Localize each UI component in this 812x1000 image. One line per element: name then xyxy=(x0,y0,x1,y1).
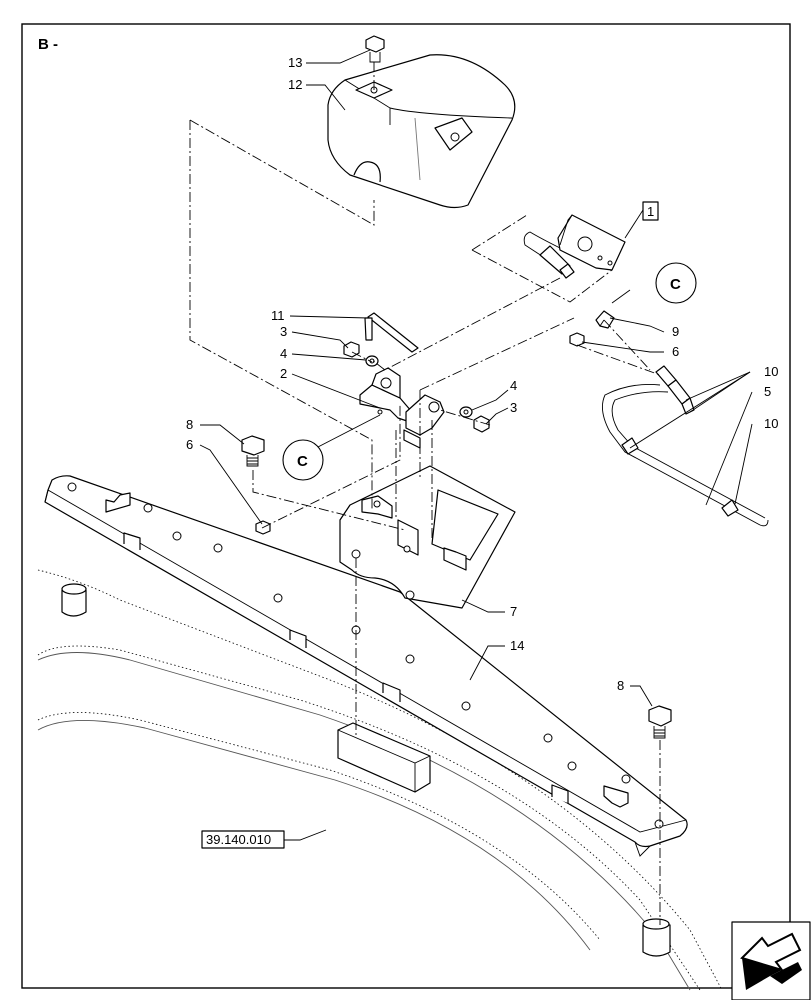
callout-5: 5 xyxy=(764,384,771,399)
svg-text:C: C xyxy=(670,276,681,293)
callout-12: 12 xyxy=(288,77,302,92)
detail-callout-c-right: C xyxy=(655,262,697,304)
cover-bolt xyxy=(365,35,385,63)
callout-11: 11 xyxy=(271,308,285,323)
detail-callout-c-left: C xyxy=(282,439,324,481)
callout-4-right: 4 xyxy=(510,378,517,393)
screw-right xyxy=(473,415,490,433)
washer-left xyxy=(365,355,379,367)
mounting-rail xyxy=(44,475,688,857)
callout-6-right: 6 xyxy=(672,344,679,359)
callout-3-right: 3 xyxy=(510,400,517,415)
screw-6-right xyxy=(569,332,585,347)
camera-cable xyxy=(601,365,769,527)
drawing-frame xyxy=(21,23,791,989)
bracket-plate xyxy=(339,465,516,609)
arrow-navigation-icon[interactable] xyxy=(731,921,811,1000)
camera-cover xyxy=(327,54,516,209)
bolt-right xyxy=(648,705,672,739)
rear-camera xyxy=(523,214,626,279)
svg-text:C: C xyxy=(297,453,308,470)
callout-9: 9 xyxy=(672,324,679,339)
cab-rubber-pad-left xyxy=(61,583,87,617)
callout-8-left: 8 xyxy=(186,417,193,432)
callout-10-top: 10 xyxy=(764,364,778,379)
cable-grommet xyxy=(595,310,615,329)
reference-code-box[interactable]: 39.140.010 xyxy=(201,830,285,849)
callout-4-left: 4 xyxy=(280,346,287,361)
callout-8-right: 8 xyxy=(617,678,624,693)
assembly-lines xyxy=(189,62,661,925)
callout-labels: 13 12 11 3 4 2 4 3 8 6 9 6 10 5 10 7 14 … xyxy=(186,55,778,693)
callout-2: 2 xyxy=(280,366,287,381)
section-label: B - xyxy=(38,36,58,53)
svg-text:1: 1 xyxy=(647,204,654,219)
hex-key xyxy=(364,312,419,353)
leader-lines xyxy=(199,49,753,841)
callout-7: 7 xyxy=(510,604,517,619)
camera-bracket xyxy=(359,367,445,449)
callout-14: 14 xyxy=(510,638,524,653)
callout-13: 13 xyxy=(288,55,302,70)
boxed-callout-1: 1 xyxy=(642,201,659,221)
reference-code: 39.140.010 xyxy=(206,832,271,847)
bolt-left xyxy=(241,435,265,467)
callout-3-left: 3 xyxy=(280,324,287,339)
cab-rubber-pad-right xyxy=(642,918,671,957)
callout-6-left: 6 xyxy=(186,437,193,452)
washer-right xyxy=(459,406,473,418)
callout-10-bottom: 10 xyxy=(764,416,778,431)
cab-spacer-block xyxy=(337,722,431,793)
